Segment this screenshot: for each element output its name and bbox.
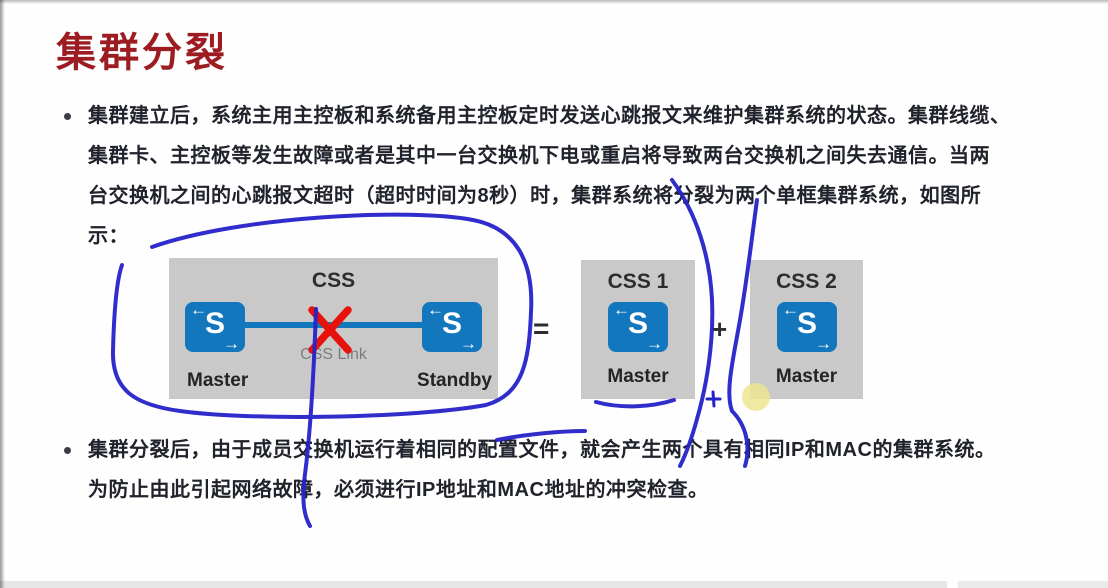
bullet-icon xyxy=(64,113,71,120)
arrow-right-icon: → xyxy=(646,334,663,353)
switch-icon-standby: ← S → xyxy=(422,300,482,353)
arrow-left-icon: ← xyxy=(782,300,799,319)
css1-group-title: CSS 1 xyxy=(607,270,669,293)
css-link-line xyxy=(214,322,454,328)
switch-icon-master: ← S → xyxy=(185,300,245,353)
css-group-box: CSS ← S → ← S → CSS Link Master Standby xyxy=(169,258,498,399)
switch-icon-css1-master: ← S → xyxy=(608,300,668,353)
equals-sign: = xyxy=(533,313,550,344)
css-link-label: CSS Link xyxy=(300,346,367,363)
css1-master-label: Master xyxy=(607,366,669,387)
css2-group-box: CSS 2 ← S → Master xyxy=(750,260,863,399)
bottom-scrollbar-thumb[interactable] xyxy=(958,581,1108,588)
page-title: 集群分裂 xyxy=(56,31,228,75)
css2-group-title: CSS 2 xyxy=(776,270,837,293)
switch-icon-css2-master: ← S → xyxy=(777,300,837,353)
css2-master-label: Master xyxy=(775,366,838,387)
left-edge-vignette xyxy=(0,0,5,588)
paragraph-line: 集群分裂后，由于成员交换机运行着相同的配置文件，就会产生两个具有相同IP和MAC… xyxy=(88,439,996,461)
master-label: Master xyxy=(187,370,249,391)
switch-letter: S xyxy=(627,307,648,340)
paragraph-line: 台交换机之间的心跳报文超时（超时时间为8秒）时，集群系统将分裂为两个单框集群系统… xyxy=(88,185,982,207)
paragraph-line: 集群卡、主控板等发生故障或者是其中一台交换机下电或重启将导致两台交换机之间失去通… xyxy=(88,145,990,167)
pen-underline-css1-master xyxy=(594,398,676,409)
paragraph-line: 示： xyxy=(88,225,129,247)
switch-letter: S xyxy=(796,307,817,340)
css-group-title: CSS xyxy=(311,269,356,292)
paragraph-line: 为防止由此引起网络故障，必须进行IP地址和MAC地址的冲突检查。 xyxy=(88,479,709,501)
paragraph-line: 集群建立后，系统主用主控板和系统备用主控板定时发送心跳报文来维护集群系统的状态。… xyxy=(88,105,1011,127)
pen-plus-mark xyxy=(705,390,722,408)
arrow-right-icon: → xyxy=(815,334,832,353)
bullet-icon xyxy=(64,447,71,454)
paragraph-conflict-check: 集群分裂后，由于成员交换机运行着相同的配置文件，就会产生两个具有相同IP和MAC… xyxy=(88,430,995,510)
css1-group-box: CSS 1 ← S → Master xyxy=(581,260,695,399)
paragraph-cluster-split-intro: 集群建立后，系统主用主控板和系统备用主控板定时发送心跳报文来维护集群系统的状态。… xyxy=(88,96,1011,256)
plus-sign: + xyxy=(712,314,728,344)
bottom-scrollbar-track[interactable] xyxy=(0,581,947,588)
arrow-left-icon: ← xyxy=(613,300,630,319)
standby-label: Standby xyxy=(417,370,492,391)
top-edge-vignette xyxy=(0,0,1108,4)
